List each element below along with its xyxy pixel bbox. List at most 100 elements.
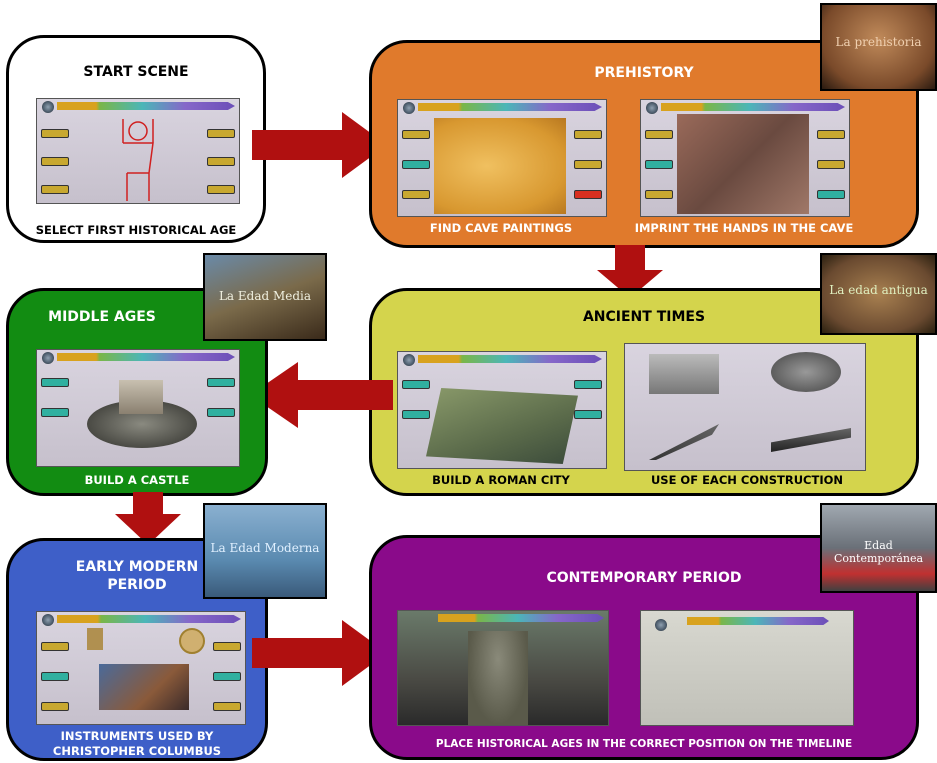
timeline-bar (418, 103, 602, 111)
age-button (41, 672, 69, 681)
timeline-bar (418, 355, 602, 363)
ancient-times-thumbnail-label: La edad antigua (829, 283, 928, 297)
start-scene-title: START SCENE (83, 64, 189, 80)
bridge-model (771, 428, 851, 452)
camera-user-screenshot (397, 610, 609, 726)
aqueduct-model (649, 354, 719, 394)
user-silhouette-icon (122, 119, 154, 201)
flow-arrow (115, 492, 181, 545)
prehistory-caption-2: IMPRINT THE HANDS IN THE CAVE (634, 221, 854, 235)
start-scene-panel: START SCENE SELECT FIRST HISTORICAL AGE (6, 35, 266, 243)
age-button (402, 160, 430, 169)
age-button (207, 378, 235, 387)
ancient-caption-1: BUILD A ROMAN CITY (432, 473, 570, 487)
clock-icon (646, 102, 658, 114)
prehistory-panel: PREHISTORY FIND CAVE PAINTINGS IMPRINT T… (369, 40, 919, 248)
clock-icon (403, 354, 415, 366)
age-button (402, 410, 430, 419)
cave-paintings-screenshot (397, 99, 607, 217)
age-button (645, 190, 673, 199)
roman-terrain (426, 388, 578, 464)
contemporary-panel: CONTEMPORARY PERIOD PLACE HISTORICAL AGE… (369, 535, 919, 760)
age-button (402, 190, 430, 199)
contemporary-thumbnail-label: Edad Contemporánea (833, 539, 924, 565)
user-video (468, 631, 528, 725)
middle-ages-panel: MIDDLE AGES BUILD A CASTLE (6, 288, 268, 496)
early-modern-thumbnail-label: La Edad Moderna (210, 541, 320, 555)
early-modern-caption-1: INSTRUMENTS USED BY (60, 729, 214, 743)
middle-ages-title: MIDDLE AGES (48, 309, 156, 325)
timeline-bar (438, 614, 604, 622)
ancient-times-thumbnail: La edad antigua (820, 253, 937, 335)
timeline-bar (57, 102, 235, 110)
age-button (41, 378, 69, 387)
age-button (817, 130, 845, 139)
cave-wall (434, 118, 566, 214)
ship-model (649, 424, 719, 460)
flow-arrow (597, 245, 663, 298)
hourglass-icon (87, 628, 103, 650)
contemporary-caption: PLACE HISTORICAL AGES IN THE CORRECT POS… (435, 738, 853, 750)
columbus-portrait (99, 664, 189, 710)
prehistory-thumbnail: La prehistoria (820, 3, 937, 91)
age-button (574, 160, 602, 169)
age-button (41, 408, 69, 417)
age-button (402, 130, 430, 139)
timeline-bar (57, 615, 241, 623)
age-button (402, 380, 430, 389)
colosseum-model (771, 352, 841, 392)
age-button (41, 642, 69, 651)
prehistory-caption-1: FIND CAVE PAINTINGS (429, 221, 573, 235)
constructions-screenshot (624, 343, 866, 471)
flow-arrow (250, 362, 393, 428)
early-modern-title-2: PERIOD (107, 577, 167, 593)
roman-city-screenshot (397, 351, 607, 469)
age-button (41, 702, 69, 711)
ancient-caption-2: USE OF EACH CONSTRUCTION (650, 473, 844, 487)
columbus-instruments-screenshot (36, 611, 246, 725)
age-button (213, 672, 241, 681)
age-button (41, 157, 69, 166)
age-button (213, 642, 241, 651)
start-scene-caption: SELECT FIRST HISTORICAL AGE (35, 223, 237, 237)
early-modern-caption-2: CHRISTOPHER COLUMBUS (52, 744, 222, 758)
age-button (574, 410, 602, 419)
early-modern-thumbnail: La Edad Moderna (203, 503, 327, 599)
early-modern-title-1: EARLY MODERN (75, 559, 199, 575)
age-button (207, 129, 235, 138)
clock-icon (42, 614, 54, 626)
ancient-times-title: ANCIENT TIMES (582, 309, 706, 325)
clock-icon (655, 619, 667, 631)
timeline-placement-screenshot (640, 610, 854, 726)
age-button (41, 185, 69, 194)
age-button (817, 160, 845, 169)
contemporary-title: CONTEMPORARY PERIOD (546, 570, 742, 586)
age-button (645, 160, 673, 169)
age-button (207, 185, 235, 194)
age-button (207, 157, 235, 166)
age-button (207, 408, 235, 417)
timeline-bar (661, 103, 845, 111)
middle-ages-thumbnail: La Edad Media (203, 253, 327, 341)
age-button (817, 190, 845, 199)
timeline-bar (687, 617, 829, 625)
timeline-bar (57, 353, 235, 361)
castle-screenshot (36, 349, 240, 467)
age-button (213, 702, 241, 711)
age-button (41, 129, 69, 138)
castle-model (119, 380, 163, 414)
prehistory-title: PREHISTORY (594, 65, 694, 81)
clock-icon (403, 102, 415, 114)
age-button (574, 130, 602, 139)
ancient-times-panel: ANCIENT TIMES BUILD A ROMAN CITY USE OF … (369, 288, 919, 496)
age-button (574, 190, 602, 199)
age-button (574, 380, 602, 389)
early-modern-panel: EARLY MODERN PERIOD INSTRUMENTS USED BY … (6, 538, 268, 761)
cave-wall-hands (677, 114, 809, 214)
middle-ages-caption: BUILD A CASTLE (84, 473, 190, 487)
contemporary-thumbnail: Edad Contemporánea (820, 503, 937, 593)
flow-arrow (252, 620, 387, 686)
clock-icon (42, 101, 54, 113)
hand-imprint-screenshot (640, 99, 850, 217)
prehistory-thumbnail-label: La prehistoria (835, 35, 922, 49)
